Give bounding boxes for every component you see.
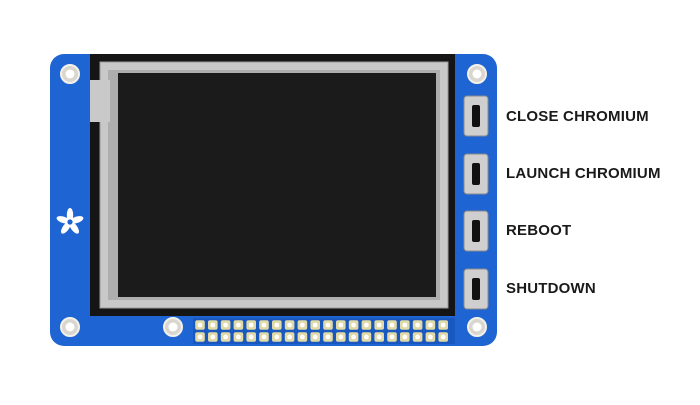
header-pin-hole <box>428 334 433 340</box>
tactile-button-cap <box>472 220 480 242</box>
header-pin-hole <box>210 322 216 328</box>
header-pin-hole <box>440 334 446 340</box>
tactile-button[interactable] <box>463 210 489 252</box>
header-pin-hole <box>274 322 280 328</box>
header-pin-hole <box>274 334 280 340</box>
header-pin-hole <box>338 322 344 328</box>
label-launch-chromium: LAUNCH CHROMIUM <box>506 165 661 182</box>
tactile-button-cap <box>472 163 480 185</box>
header-pin-hole <box>428 322 433 328</box>
header-pin-hole <box>364 322 369 328</box>
tactile-buttons <box>463 95 489 310</box>
header-pin-hole <box>287 322 292 328</box>
tactile-button[interactable] <box>463 95 489 137</box>
header-pin-hole <box>325 322 331 328</box>
header-pin-hole <box>287 334 292 340</box>
mounting-holes <box>60 64 487 337</box>
header-pin-hole <box>415 322 420 328</box>
header-pin-hole <box>261 322 267 328</box>
header-pin-hole <box>300 322 305 328</box>
header-pin-hole <box>197 334 203 340</box>
header-pin-hole <box>415 334 420 340</box>
brand-text: adafruit <box>28 232 45 291</box>
tactile-button[interactable] <box>463 153 489 195</box>
header-pin-hole <box>312 334 318 340</box>
header-pin-hole <box>236 334 241 340</box>
header-pin-hole <box>338 334 344 340</box>
gpio-header <box>193 318 455 344</box>
label-shutdown: SHUTDOWN <box>506 280 596 297</box>
header-pin-hole <box>376 322 382 328</box>
header-pin-hole <box>440 322 446 328</box>
header-pin-hole <box>351 322 356 328</box>
mounting-hole-center <box>472 69 482 79</box>
display-screen <box>118 73 436 297</box>
header-pin-hole <box>389 322 395 328</box>
header-pin-hole <box>248 322 254 328</box>
header-pin-hole <box>364 334 369 340</box>
adafruit-logo-icon <box>56 208 84 234</box>
header-pin-hole <box>248 334 254 340</box>
display-ribbon-tab <box>90 80 110 122</box>
header-pin-hole <box>223 322 229 328</box>
header-pin-hole <box>402 322 408 328</box>
mounting-hole-center <box>472 322 482 332</box>
label-close-chromium: CLOSE CHROMIUM <box>506 108 649 125</box>
header-pin-hole <box>351 334 356 340</box>
tactile-button-cap <box>472 105 480 127</box>
header-pin-hole <box>402 334 408 340</box>
header-pin-hole <box>300 334 305 340</box>
label-reboot: REBOOT <box>506 222 572 239</box>
header-pin-hole <box>325 334 331 340</box>
header-pin-hole <box>389 334 395 340</box>
header-pin-hole <box>376 334 382 340</box>
header-pin-hole <box>261 334 267 340</box>
tactile-button-cap <box>472 278 480 300</box>
header-pin-hole <box>223 334 229 340</box>
mounting-hole-center <box>65 69 75 79</box>
tactile-button[interactable] <box>463 268 489 310</box>
mounting-hole-center <box>65 322 75 332</box>
header-pin-hole <box>197 322 203 328</box>
header-pin-hole <box>312 322 318 328</box>
mounting-hole-center <box>168 322 178 332</box>
header-pin-hole <box>210 334 216 340</box>
header-pin-hole <box>236 322 241 328</box>
